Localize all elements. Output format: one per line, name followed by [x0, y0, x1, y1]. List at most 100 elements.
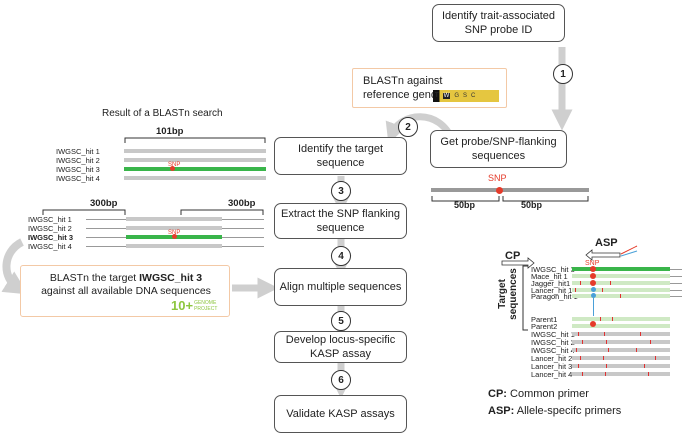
snp-column-line	[593, 298, 594, 316]
browser-letter-w: W	[442, 93, 451, 99]
alignment-row-label: Jagger_hit1	[531, 279, 571, 288]
snp-dot	[590, 266, 596, 272]
alignment-snp-label: SNP	[585, 260, 600, 267]
extended-core-bar	[126, 244, 222, 248]
mismatch-tick	[580, 356, 581, 360]
genome-browser-image: T W G S C	[433, 90, 499, 102]
alignment-row-label: IWGSC_hit 1	[531, 330, 575, 339]
target-bracket	[522, 265, 528, 331]
snp-dot-alt	[591, 287, 596, 292]
blast-hit-label: IWGSC_hit 4	[56, 174, 100, 183]
mismatch-tick	[648, 372, 649, 376]
blastn-target-pre: BLASTn the target	[49, 272, 140, 284]
legend-asp-text: Allele-specifc primers	[514, 405, 622, 417]
alignment-row-label: Parent1	[531, 315, 558, 324]
extended-core-bar	[126, 226, 222, 230]
step-2-badge: 2	[398, 117, 418, 137]
blast-snp-label: SNP	[168, 162, 181, 168]
blast-length-label: 101bp	[156, 126, 184, 137]
legend-cp: CP: Common primer	[488, 388, 589, 400]
identify-target-box: Identify the target sequence	[274, 137, 407, 175]
snp-dot-alt	[591, 293, 596, 298]
browser-letter-t: T	[435, 93, 439, 99]
alignment-row-bar	[572, 340, 670, 344]
blast-hit-label: IWGSC_hit 2	[56, 156, 100, 165]
step-1-badge: 1	[553, 64, 573, 84]
genome-project-logo: 10+ GENOME PROJECT	[171, 299, 217, 312]
alignment-row-bar	[572, 288, 670, 292]
step-5-badge: 5	[331, 311, 351, 331]
mismatch-tick	[580, 281, 581, 285]
logo-line2: PROJECT	[194, 305, 218, 312]
validate-kasp-box: Validate KASP assays	[274, 395, 407, 433]
extended-snp-dot	[172, 234, 177, 239]
blast-hit-bar	[124, 158, 266, 162]
blastn-reference-label: BLASTn against reference genome	[363, 75, 453, 101]
alignment-row-bar	[572, 317, 670, 321]
blast-hit-label: IWGSC_hit 1	[56, 147, 100, 156]
align-box: Align multiple sequences	[274, 268, 407, 306]
mismatch-tick	[604, 332, 605, 336]
step-4-badge: 4	[331, 246, 351, 266]
alignment-row-label: Paragon_hit 1	[531, 292, 578, 301]
asp-label: ASP	[595, 237, 618, 249]
browser-letter-g: G	[454, 93, 460, 99]
extended-hit-label: IWGSC_hit 4	[28, 242, 72, 251]
alignment-row-label: IWGSC_hit 2	[531, 338, 575, 347]
target-sequences-label: Target sequences	[497, 268, 519, 320]
extended-hit-label-bold: IWGSC_hit 3	[28, 233, 74, 242]
alignment-row-extension	[670, 290, 682, 291]
alignment-row-label: Lancer_hit 2	[531, 354, 573, 363]
alignment-row-extension	[670, 276, 682, 277]
browser-letter-s: S	[463, 93, 468, 99]
logo-line1: GENOME	[194, 299, 217, 306]
develop-kasp-box: Develop locus-specific KASP assay	[274, 331, 407, 363]
alignment-row-bar	[572, 281, 670, 285]
mismatch-tick	[582, 340, 583, 344]
right-flank-label: 300bp	[228, 198, 256, 209]
mismatch-tick	[650, 340, 651, 344]
extended-snp-label: SNP	[168, 230, 181, 236]
mismatch-tick	[655, 356, 656, 360]
alignment-row-label: Lancer_hit 4	[531, 370, 573, 379]
alignment-row-label: Lancer_hit 3	[531, 362, 573, 371]
mismatch-tick	[602, 288, 603, 292]
mismatch-tick	[582, 372, 583, 376]
blast-hit-bar	[124, 176, 266, 180]
get-flanking-box: Get probe/SNP-flanking sequences	[430, 130, 567, 168]
alignment-row-extension	[670, 283, 682, 284]
alignment-row-label: IWGSC_hit 3	[531, 265, 575, 274]
legend-asp-key: ASP:	[488, 405, 515, 417]
extract-snp-box: Extract the SNP flanking sequence	[274, 203, 407, 239]
blast-hit-label: IWGSC_hit 3	[56, 165, 100, 174]
snp-dot	[590, 273, 596, 279]
alignment-row-bar-ref	[572, 267, 670, 271]
blastn-target-bold: IWGSC_hit 3	[139, 272, 203, 284]
alignment-row-bar	[572, 356, 670, 360]
snp-dot	[590, 321, 596, 327]
flank-snp-label: SNP	[488, 173, 507, 183]
mismatch-tick	[606, 364, 607, 368]
blastn-reference-box: BLASTn against reference genome	[352, 68, 507, 108]
mismatch-tick	[605, 372, 606, 376]
flank-right-length: 50bp	[521, 200, 543, 210]
flank-snp-dot	[496, 187, 503, 194]
blast-hit-bar	[124, 149, 266, 153]
mismatch-tick	[620, 294, 621, 298]
browser-letter-c: C	[471, 93, 476, 99]
alignment-row-bar	[572, 324, 670, 328]
mismatch-tick	[600, 317, 601, 321]
arrow-to-blast-target	[1, 238, 29, 295]
legend-cp-key: CP:	[488, 388, 507, 400]
alignment-row-extension	[670, 296, 682, 297]
alignment-row-bar	[572, 364, 670, 368]
mismatch-tick	[578, 364, 579, 368]
blastn-target-post: against all available DNA sequences	[41, 285, 211, 297]
blast-result-title: Result of a BLASTn search	[102, 108, 223, 119]
mismatch-tick	[575, 288, 576, 292]
identify-snp-box: Identify trait-associated SNP probe ID	[432, 4, 565, 42]
mismatch-tick	[636, 348, 637, 352]
alignment-row-bar	[572, 332, 670, 336]
alignment-row-bar	[572, 274, 670, 278]
blast-snp-dot	[170, 166, 175, 171]
